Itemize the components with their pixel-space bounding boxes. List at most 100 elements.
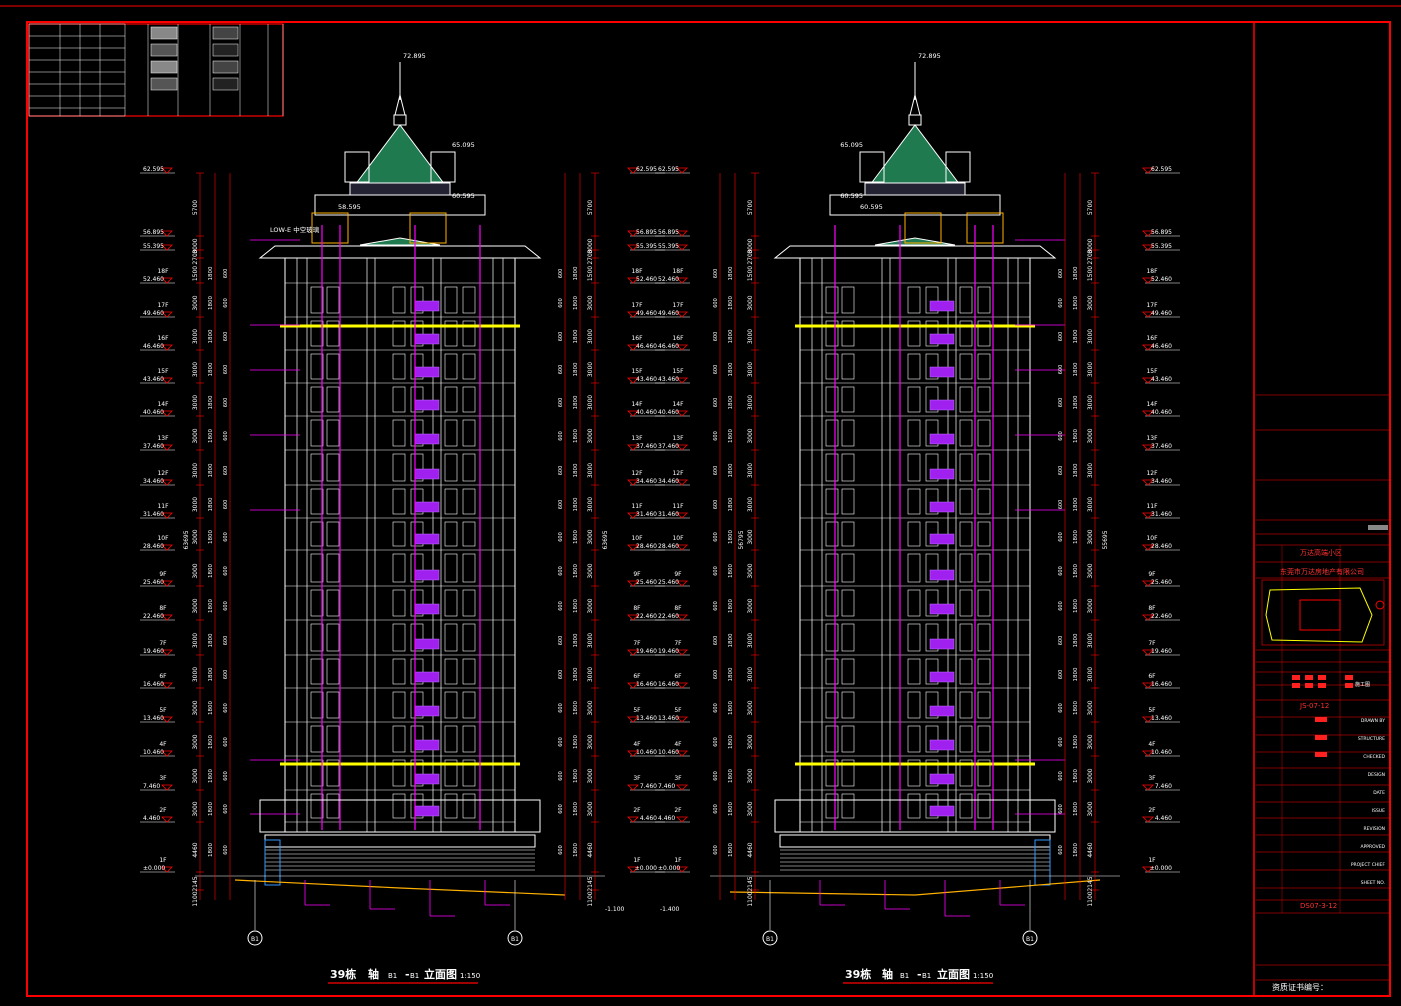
window-pane bbox=[326, 521, 340, 547]
level-floor-label: 6F bbox=[1148, 673, 1156, 680]
window-pane bbox=[959, 658, 973, 685]
level-floor-label: 4F bbox=[1148, 741, 1156, 748]
level-floor-label: 18F bbox=[672, 268, 684, 275]
window-pane bbox=[326, 623, 340, 652]
left-title-prefix: 轴 bbox=[368, 967, 379, 981]
dimension-text: 2700 bbox=[1087, 249, 1094, 264]
window-pane bbox=[392, 453, 406, 482]
dimension-text: 4460 bbox=[1087, 842, 1094, 857]
dimension-text: 1800 bbox=[728, 362, 734, 376]
level-floor-label: 5F bbox=[159, 707, 167, 714]
level-floor-label: 12F bbox=[1146, 470, 1158, 477]
dimension-text: 1800 bbox=[728, 429, 734, 443]
balcony-glass bbox=[929, 533, 955, 545]
client-name: 东莞市万达房地产有限公司 bbox=[1280, 567, 1364, 576]
window-pane bbox=[444, 623, 458, 652]
window-pane bbox=[326, 553, 340, 583]
roof-upper-elevation: 65.095 bbox=[452, 141, 475, 149]
level-elevation-label: 62.595 bbox=[1151, 166, 1172, 173]
level-marker-triangle bbox=[161, 649, 173, 656]
peak-elevation: 72.895 bbox=[918, 52, 941, 60]
window-pane bbox=[977, 286, 991, 314]
level-floor-label: 8F bbox=[159, 605, 167, 612]
dimension-text: 3000 bbox=[747, 497, 754, 512]
dimension-text: 600 bbox=[1058, 845, 1064, 855]
level-marker-triangle bbox=[161, 410, 173, 417]
level-floor-label: 8F bbox=[1148, 605, 1156, 612]
balcony-glass bbox=[929, 638, 955, 650]
dimension-text: 3000 bbox=[1087, 563, 1094, 578]
dimension-text: 1800 bbox=[1073, 802, 1079, 816]
level-marker-triangle bbox=[627, 580, 639, 587]
level-floor-label: 9F bbox=[633, 571, 641, 578]
dimension-text: 600 bbox=[713, 398, 719, 408]
balcony-glass bbox=[929, 671, 955, 683]
level-elevation-label: 56.895 bbox=[143, 229, 164, 236]
dimension-text: 1800 bbox=[1073, 530, 1079, 544]
balcony-glass bbox=[929, 773, 955, 785]
dimension-text: 1800 bbox=[573, 701, 579, 715]
level-elevation-label: 37.460 bbox=[143, 443, 164, 450]
window-pane bbox=[462, 419, 476, 447]
window-pane bbox=[959, 725, 973, 753]
level-floor-label: 1F bbox=[1148, 857, 1156, 864]
dimension-text: 2145 bbox=[747, 876, 754, 891]
level-elevation-label: 13.460 bbox=[143, 715, 164, 722]
axis-bubble bbox=[247, 930, 263, 946]
window-pane bbox=[462, 521, 476, 547]
project-name: 万达高端小区 bbox=[1300, 548, 1342, 557]
dimension-text: 600 bbox=[713, 845, 719, 855]
window-pane bbox=[410, 658, 424, 685]
dimension-text: 1800 bbox=[728, 599, 734, 613]
level-marker-triangle bbox=[676, 244, 688, 251]
window-pane bbox=[392, 286, 406, 314]
window-pane bbox=[326, 453, 340, 482]
left-drawing-title: 39栋 轴 B1 - B1 立面图 1:150 bbox=[328, 967, 480, 984]
dimension-text: 1800 bbox=[208, 429, 214, 443]
level-floor-label: 12F bbox=[672, 470, 684, 477]
level-floor-label: 7F bbox=[159, 640, 167, 647]
dimension-text: 600 bbox=[558, 737, 564, 747]
window-pane bbox=[907, 793, 921, 819]
level-floor-label: 10F bbox=[631, 535, 643, 542]
dimension-text: 600 bbox=[1058, 466, 1064, 476]
window-pane bbox=[462, 691, 476, 719]
level-elevation-label: 19.460 bbox=[1151, 648, 1172, 655]
level-elevation-label: 16.460 bbox=[636, 681, 657, 688]
drawing-stage: 施工图 bbox=[1355, 681, 1370, 688]
level-floor-label: 9F bbox=[159, 571, 167, 578]
level-floor-label: 16F bbox=[672, 335, 684, 342]
dimension-text: 2700 bbox=[192, 249, 199, 264]
level-marker-triangle bbox=[161, 444, 173, 451]
level-elevation-label: 16.460 bbox=[143, 681, 164, 688]
dimension-text: 3000 bbox=[192, 362, 199, 377]
window-pane bbox=[925, 320, 939, 347]
dimension-text: 2700 bbox=[587, 249, 594, 264]
level-marker-triangle bbox=[676, 784, 688, 791]
level-marker-triangle bbox=[1142, 544, 1154, 551]
title-block-field-label: DATE bbox=[1373, 790, 1385, 796]
title-block-stamp bbox=[1368, 525, 1388, 530]
legend-marker-red bbox=[1305, 675, 1313, 680]
title-block-field-label: CHECKED bbox=[1363, 754, 1385, 760]
level-elevation-label: 55.395 bbox=[1151, 243, 1172, 250]
window-pane bbox=[462, 793, 476, 819]
dimension-text: 600 bbox=[223, 532, 229, 542]
level-marker-triangle bbox=[161, 311, 173, 318]
dimension-text: 3000 bbox=[192, 633, 199, 648]
title-block-field-label: REVISION bbox=[1364, 826, 1385, 832]
level-elevation-label: 7.460 bbox=[640, 783, 657, 790]
window-pane bbox=[977, 553, 991, 583]
level-elevation-label: 46.460 bbox=[658, 343, 679, 350]
level-marker-triangle bbox=[676, 277, 688, 284]
level-marker-triangle bbox=[627, 377, 639, 384]
dimension-text: 600 bbox=[1058, 500, 1064, 510]
window-pane bbox=[825, 725, 839, 753]
dimension-text: 3000 bbox=[1087, 295, 1094, 310]
level-floor-label: 7F bbox=[633, 640, 641, 647]
level-marker-triangle bbox=[627, 649, 639, 656]
dimension-text: 3000 bbox=[587, 768, 594, 783]
level-floor-label: 16F bbox=[1146, 335, 1158, 342]
dimension-text: 600 bbox=[223, 566, 229, 576]
right-drawing-title: 39栋 轴 B1 - B1 立面图 1:150 bbox=[843, 967, 993, 984]
